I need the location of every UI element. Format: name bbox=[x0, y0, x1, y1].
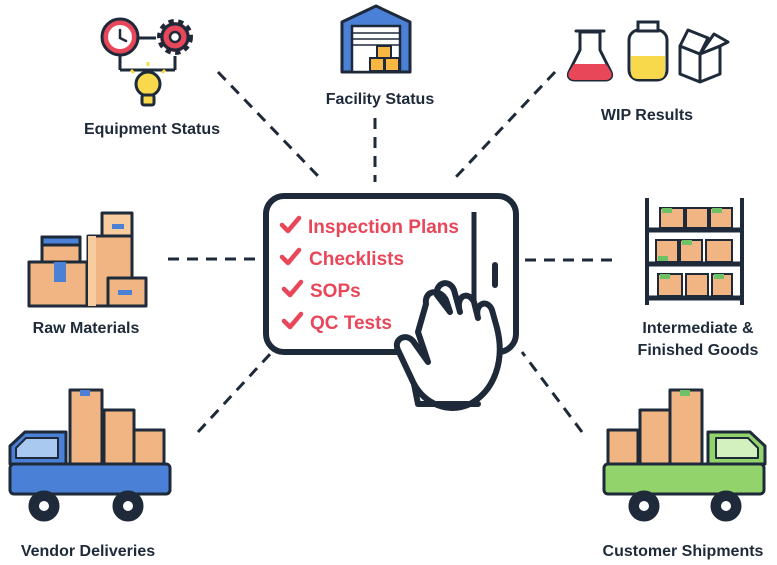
wip-results-label: WIP Results bbox=[600, 107, 694, 124]
jar-icon bbox=[627, 20, 669, 82]
connector-equipment bbox=[216, 70, 320, 178]
warehouse-icon bbox=[340, 4, 412, 74]
customer-shipments-label: Customer Shipments bbox=[602, 543, 764, 560]
connector-wip bbox=[453, 70, 557, 180]
connector-customer bbox=[520, 351, 584, 433]
raw-materials-boxes-icon bbox=[27, 211, 148, 308]
gear-icon bbox=[157, 19, 193, 55]
equipment-status-icon bbox=[100, 17, 193, 107]
customer-truck-icon bbox=[602, 388, 767, 522]
intermediate-goods-label-line1: Intermediate & bbox=[642, 320, 754, 337]
tablet-item-label: Inspection Plans bbox=[308, 217, 459, 238]
shelf-icon bbox=[645, 198, 744, 305]
connector-vendor bbox=[196, 350, 274, 434]
tablet-item-label: QC Tests bbox=[310, 313, 392, 334]
vendor-deliveries-label: Vendor Deliveries bbox=[20, 543, 156, 560]
pointing-hand-icon bbox=[393, 280, 503, 411]
equipment-status-label: Equipment Status bbox=[83, 121, 220, 138]
tablet-checklist: Inspection Plans Checklists SOPs QC Test… bbox=[282, 217, 459, 334]
vendor-truck-icon bbox=[8, 388, 172, 522]
flask-icon bbox=[566, 29, 614, 82]
finished-goods-label-line2: Finished Goods bbox=[637, 342, 759, 359]
lightbulb-icon bbox=[129, 62, 167, 107]
tablet-item-label: Checklists bbox=[309, 249, 404, 270]
raw-materials-label: Raw Materials bbox=[32, 320, 140, 337]
connector-lines bbox=[168, 70, 615, 434]
clock-icon bbox=[100, 17, 140, 57]
facility-status-label: Facility Status bbox=[325, 91, 435, 108]
tablet-item-label: SOPs bbox=[310, 281, 361, 302]
open-box-icon bbox=[678, 28, 730, 84]
